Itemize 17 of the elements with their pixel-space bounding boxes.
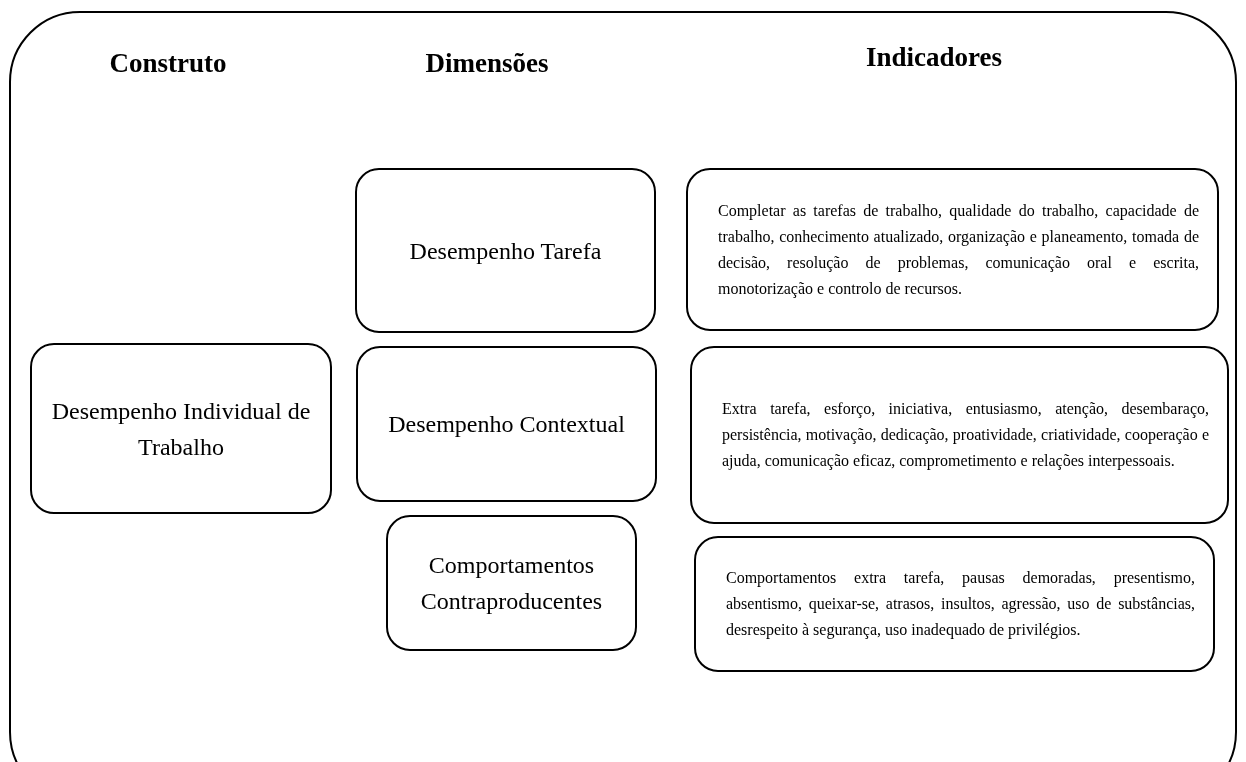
indicator-text: Comportamentos extra tarefa, pausas demoradas, presentismo, absentismo, queixar-se, atrasos, insultos, agressão, uso de substâncias, desrespeito à segurança, uso inadequado de privilégios. bbox=[725, 568, 1196, 641]
indicator-text: Completar as tarefas de trabalho, qualidade do trabalho, capacidade de trabalho, conhecimento atualizado, organização e planeamento, tomada de decisão, resolução de problemas, comunicação oral e escrita, monotorização e controlo de recursos. bbox=[717, 200, 1200, 300]
dimension-box bbox=[355, 168, 656, 333]
indicator-text: Extra tarefa, esforço, iniciativa, entusiasmo, atenção, desembaraço, persistência, motivação, dedicação, proatividade, criatividade, cooperação e ajuda, comunicação eficaz, comprometimento e relações interpessoais. bbox=[721, 399, 1210, 472]
box-label: Desempenho Contextual bbox=[387, 410, 626, 439]
box-label: Desempenho Individual de Trabalho bbox=[50, 396, 312, 462]
box-label: Desempenho Tarefa bbox=[408, 236, 603, 266]
column-heading: Construto bbox=[109, 48, 227, 79]
column-heading: Dimensões bbox=[425, 48, 549, 79]
dimension-box bbox=[386, 515, 637, 651]
indicator-box bbox=[686, 168, 1219, 331]
column-heading: Indicadores bbox=[866, 42, 1002, 73]
box-label: Comportamentos Contraproducentes bbox=[419, 551, 604, 616]
indicator-box bbox=[690, 346, 1229, 524]
dimension-box bbox=[356, 346, 657, 502]
indicator-box bbox=[694, 536, 1215, 672]
construct-box bbox=[30, 343, 332, 514]
